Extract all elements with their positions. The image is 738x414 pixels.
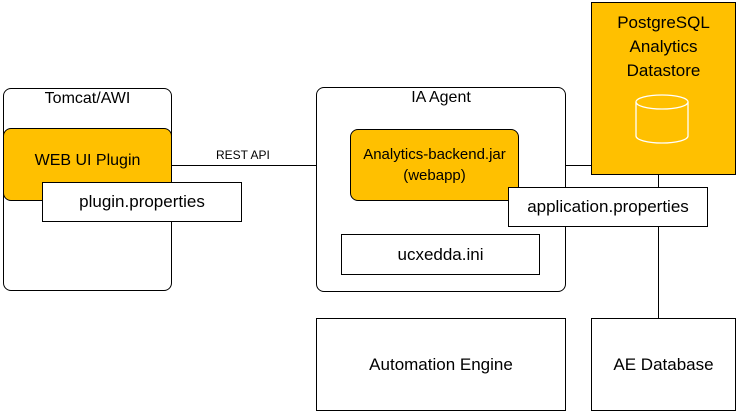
analytics-backend-box: Analytics-backend.jar (webapp) xyxy=(350,129,519,201)
analytics-backend-label: Analytics-backend.jar (webapp) xyxy=(363,146,506,184)
automation-engine-label: Automation Engine xyxy=(369,354,513,374)
ae-database-box: AE Database xyxy=(591,318,736,411)
ucxedda-ini-box: ucxedda.ini xyxy=(341,234,540,275)
rest-api-label: REST API xyxy=(216,148,270,162)
tomcat-awi-title: Tomcat/AWI xyxy=(44,90,131,107)
postgresql-datastore-title: PostgreSQL Analytics Datastore xyxy=(617,13,710,80)
ucxedda-ini-label: ucxedda.ini xyxy=(397,244,484,264)
plugin-properties-label: plugin.properties xyxy=(79,192,205,211)
rest-api-connector xyxy=(170,165,316,166)
application-properties-label: application.properties xyxy=(527,197,689,216)
postgres-appprops-connector xyxy=(658,175,659,189)
database-icon xyxy=(635,94,689,144)
backend-appprops-connector xyxy=(518,165,618,166)
plugin-properties-box: plugin.properties xyxy=(42,182,242,222)
ia-agent-title: IA Agent xyxy=(411,89,471,106)
appprops-aedb-connector xyxy=(658,226,659,319)
web-ui-plugin-label: WEB UI Plugin xyxy=(34,151,141,169)
ae-database-label: AE Database xyxy=(613,354,714,374)
automation-engine-box: Automation Engine xyxy=(316,318,566,411)
application-properties-box: application.properties xyxy=(508,187,708,227)
postgresql-datastore-box: PostgreSQL Analytics Datastore xyxy=(591,2,736,175)
